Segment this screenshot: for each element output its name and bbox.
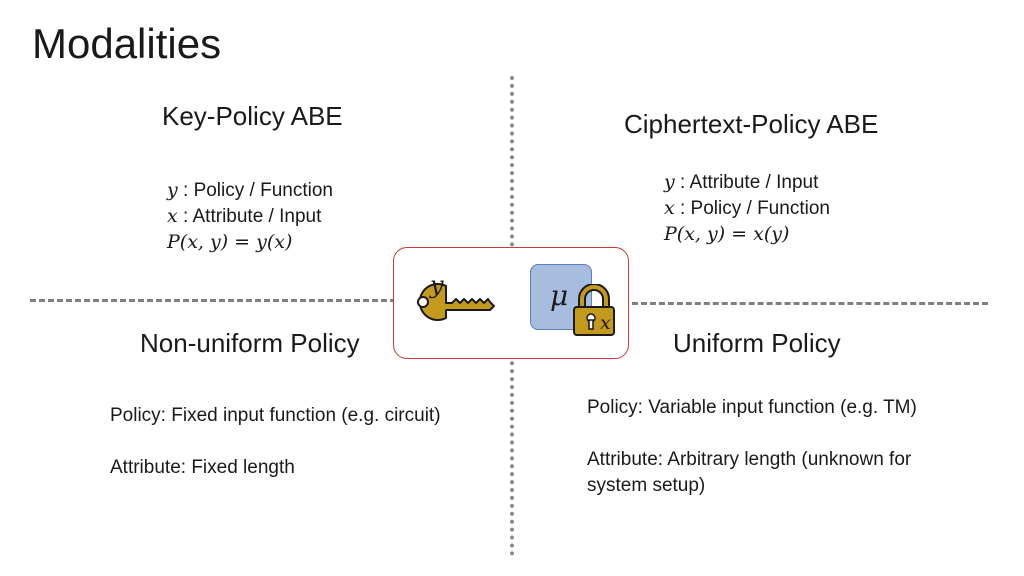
key-policy-equation: P(x, y) = y(x)	[167, 231, 293, 253]
ciphertext-policy-line-1: y : Attribute / Input	[664, 169, 818, 196]
uniform-attribute-text-2: system setup)	[587, 475, 706, 496]
non-uniform-heading: Non-uniform Policy	[140, 328, 360, 358]
ciphertext-policy-line-1-text: : Attribute / Input	[674, 172, 819, 193]
non-uniform-attribute-text: Attribute: Fixed length	[110, 457, 295, 478]
ciphertext-policy-equation: P(x, y) = x(y)	[664, 223, 790, 245]
key-policy-line-1-text: : Policy / Function	[177, 180, 333, 201]
uniform-heading: Uniform Policy	[673, 328, 841, 358]
uniform-policy-text: Policy: Variable input function (e.g. TM…	[587, 397, 917, 418]
uniform-attribute-text-1: Attribute: Arbitrary length (unknown for	[587, 449, 912, 470]
ciphertext-policy-heading: Ciphertext-Policy ABE	[624, 109, 879, 139]
key-policy-var-y: y	[167, 179, 178, 201]
ciphertext-policy-var-x: x	[664, 197, 675, 219]
key-policy-heading: Key-Policy ABE	[162, 101, 343, 131]
message-label: μ	[550, 279, 569, 312]
key-icon	[417, 283, 495, 321]
key-policy-line-2: x : Attribute / Input	[167, 203, 321, 230]
lock-label: x	[600, 312, 611, 334]
ciphertext-policy-line-2: x : Policy / Function	[664, 195, 830, 222]
page-title: Modalities	[32, 20, 222, 67]
key-label: y	[430, 271, 444, 299]
horizontal-divider-left	[30, 299, 396, 302]
key-policy-line-1: y : Policy / Function	[167, 177, 333, 204]
ciphertext-policy-line-2-text: : Policy / Function	[674, 198, 830, 219]
non-uniform-policy-text: Policy: Fixed input function (e.g. circu…	[110, 405, 441, 426]
lock-icon	[573, 284, 615, 336]
key-policy-var-x: x	[167, 205, 178, 227]
ciphertext-policy-var-y: y	[664, 171, 675, 193]
key-policy-line-2-text: : Attribute / Input	[177, 206, 322, 227]
horizontal-divider-right	[632, 302, 988, 305]
